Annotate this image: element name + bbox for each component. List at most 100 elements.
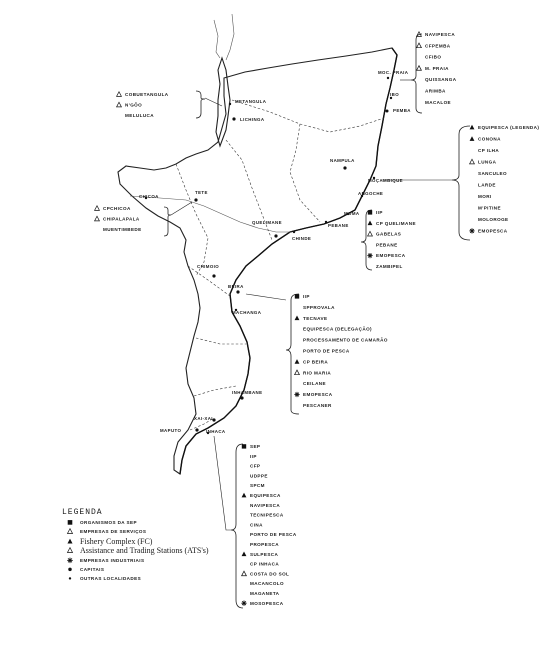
group-entry: SULPESCA bbox=[241, 551, 278, 557]
place-chinde: CHINDE bbox=[292, 230, 311, 241]
label-maputo: MAPUTO bbox=[160, 428, 182, 433]
group-entry: IIP bbox=[250, 454, 257, 459]
group-entry: CONONA bbox=[469, 136, 501, 142]
group-entry-label: CEILANE bbox=[303, 381, 326, 386]
group-entry-label: LARDE bbox=[478, 183, 496, 188]
group-entry-label: EQUIPESCA (DELEGAÇÃO) bbox=[303, 326, 372, 332]
group-entry: QUISSANGA bbox=[425, 77, 456, 82]
legend-item-label: Assistance and Trading Stations (ATS's) bbox=[80, 546, 209, 555]
place-chicoa: CHICOA bbox=[139, 194, 159, 200]
open-triangle-icon bbox=[66, 527, 74, 534]
open-triangle-icon bbox=[416, 42, 422, 49]
place-quelimane: QUELIMANE bbox=[252, 220, 282, 238]
group-entry-label: RIO MARIA bbox=[303, 370, 331, 375]
group-entry-label: LUNGA bbox=[478, 160, 497, 165]
lake-niassa bbox=[215, 56, 231, 148]
group-entry-label: SULPESCA bbox=[250, 552, 278, 557]
group-entry: SEP bbox=[241, 444, 260, 449]
group-entry-label: PORTO DE PESCA bbox=[303, 349, 350, 354]
group-entry-label: CFPEMBA bbox=[425, 43, 451, 48]
place-machanga: MACHANGA bbox=[232, 308, 261, 315]
asterisk-icon bbox=[367, 252, 373, 259]
group-entry-label: M. PRAIA bbox=[425, 66, 449, 71]
group-entry: COSTA DO SOL bbox=[241, 570, 289, 576]
group-entry-label: EQUIPESCA (LEGENDA) bbox=[478, 125, 539, 130]
group-maputo: SEP IIP CFP UDPPE SPCM EQUIPESCA NAVIPESCA TECN… bbox=[241, 444, 296, 606]
group-entry-label: EMOPESCA bbox=[478, 229, 508, 234]
group-entry: LARDE bbox=[478, 183, 496, 188]
place-mocambique: MOÇAMBIQUE bbox=[368, 176, 403, 183]
group-entry-label: MUENTIMBEDE bbox=[103, 227, 142, 232]
open-triangle-icon bbox=[116, 101, 122, 108]
group-entry-label: MOSOPESCA bbox=[250, 601, 284, 606]
place-maputo: MAPUTO bbox=[160, 428, 199, 433]
place-pebane: PEBANE bbox=[324, 220, 348, 228]
label-nampula: NAMPULA bbox=[330, 158, 355, 163]
group-entry-label: CONONA bbox=[478, 137, 501, 142]
brace-tete bbox=[163, 206, 172, 237]
asterisk-icon bbox=[469, 228, 475, 234]
brace-maputo bbox=[230, 443, 244, 609]
place-inhambane: INHAMBANE bbox=[232, 390, 262, 400]
dot-icon bbox=[68, 567, 72, 572]
province-border-4 bbox=[175, 163, 209, 277]
group-entry-label: SPCM bbox=[250, 483, 265, 488]
group-entry-label: IIP bbox=[250, 454, 257, 459]
group-entry-label: SPPROVALA bbox=[303, 305, 335, 310]
group-entry-label: CP ILHA bbox=[478, 148, 499, 153]
group-entry: CFP bbox=[250, 464, 260, 469]
legend-item: CAPITAIS bbox=[68, 567, 104, 572]
legend-item-label: Fishery Complex (FC) bbox=[80, 537, 153, 546]
group-entry-label: PROPESCA bbox=[250, 542, 279, 547]
group-entry: M'PITINE bbox=[478, 206, 501, 211]
group-entry-label: COBUETANGULA bbox=[125, 92, 169, 97]
group-entry-label: CP QUELIMANE bbox=[376, 221, 416, 226]
group-entry: CINA bbox=[250, 522, 263, 527]
legend-item: Assistance and Trading Stations (ATS's) bbox=[66, 546, 209, 555]
group-entry: MACANCOLO bbox=[250, 581, 284, 586]
group-entry: EMOPESCA bbox=[294, 391, 332, 398]
label-moma: MOMA bbox=[344, 211, 360, 216]
place-lichinga: LICHINGA bbox=[232, 117, 264, 122]
group-entry-label: CPCHICOA bbox=[103, 206, 131, 211]
filled-triangle-icon bbox=[67, 538, 73, 544]
group-entry: MOSOPESCA bbox=[241, 600, 284, 606]
label-xai-xai: XAI-XAI bbox=[194, 416, 213, 421]
group-entry: SPPROVALA bbox=[303, 305, 335, 310]
group-entry-label: NAVIPESCA bbox=[425, 32, 455, 37]
group-entry-label: MAGANETA bbox=[250, 591, 280, 596]
group-entry-label: CINA bbox=[250, 522, 263, 527]
group-entry-label: SANCULEO bbox=[478, 171, 507, 176]
group-entry: RIO MARIA bbox=[294, 369, 331, 376]
group-entry-label: IIP bbox=[303, 294, 310, 299]
place-metangula: METANGULA bbox=[228, 99, 266, 106]
open-triangle-icon bbox=[294, 369, 300, 376]
group-entry: PORTO DE PESCA bbox=[250, 532, 296, 537]
group-entry: TECNAVE bbox=[294, 315, 327, 321]
label-beira: BEIRA bbox=[228, 284, 244, 289]
river-north bbox=[213, 19, 221, 59]
small-dot-icon bbox=[68, 577, 72, 580]
group-entry-label: PESCANER bbox=[303, 403, 332, 408]
river-zambezi bbox=[129, 195, 292, 233]
group-entry: MAGANETA bbox=[250, 591, 280, 596]
group-entry-label: EQUIPESCA bbox=[250, 493, 281, 498]
group-entry-label: MOLOROGE bbox=[478, 217, 509, 222]
group-entry: TECNIPESCA bbox=[250, 513, 283, 518]
open-triangle-icon bbox=[367, 230, 373, 237]
group-entry-label: PEBANE bbox=[376, 242, 398, 247]
province-border-5 bbox=[187, 265, 231, 297]
leader-maputo bbox=[213, 435, 231, 531]
group-entry: NAVIPESCA bbox=[250, 503, 280, 508]
legend-item-label: EMPRESAS DE SERVIÇOS bbox=[80, 529, 146, 534]
legend-title: LEGENDA bbox=[62, 508, 103, 517]
group-entry-label: EMOPESCA bbox=[376, 253, 406, 258]
group-entry-label: UDPPE bbox=[250, 473, 268, 478]
group-entry: SANCULEO bbox=[478, 171, 507, 176]
filled-triangle-icon bbox=[294, 315, 300, 321]
province-border-8 bbox=[189, 417, 215, 431]
